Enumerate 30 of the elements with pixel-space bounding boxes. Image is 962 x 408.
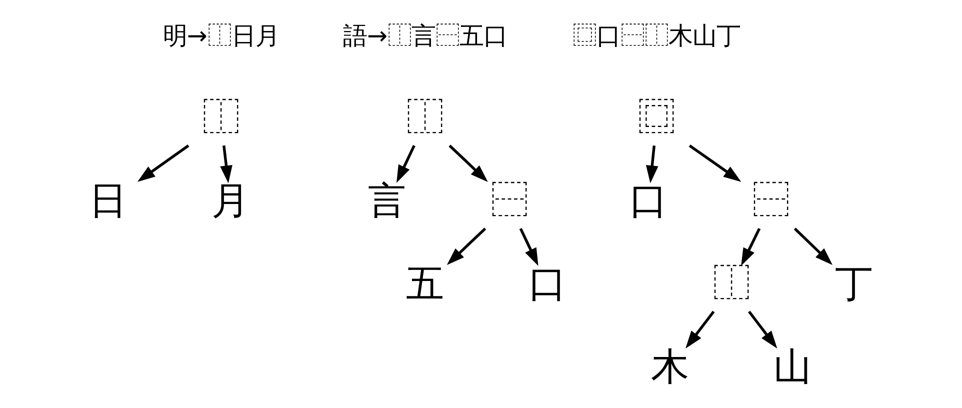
node-text: 言: [368, 178, 406, 222]
node-text: ⿰: [712, 261, 750, 306]
label: 明→⿰日月: [162, 20, 280, 50]
arrow: [137, 144, 190, 182]
node-text: 月: [212, 178, 250, 222]
arrow: [446, 228, 486, 266]
arrow: [448, 144, 488, 182]
node-text: ⿱: [490, 178, 529, 222]
arrow: [646, 145, 658, 184]
node-text: 山: [774, 344, 812, 388]
node-text: 丁: [834, 261, 873, 306]
node-text: 木: [651, 344, 690, 388]
node-text: 口: [629, 178, 668, 222]
arrow: [794, 228, 833, 266]
node-text: ⿴: [638, 95, 676, 140]
node-text: ⿰: [202, 95, 240, 140]
node-text: 日: [89, 178, 128, 222]
node-text: 五: [406, 261, 444, 306]
arrow: [741, 228, 761, 266]
arrow: [396, 145, 416, 183]
arrow: [688, 144, 742, 182]
arrow: [220, 145, 232, 184]
arrow: [748, 310, 778, 348]
label: ⿴口⿱⿰木山丁: [572, 20, 741, 50]
node-text: ⿰: [406, 95, 444, 140]
node-text: ⿱: [752, 178, 790, 222]
label: 語→⿰言⿱五口: [342, 20, 508, 50]
node-text: 口: [528, 261, 567, 306]
arrow: [519, 228, 538, 266]
arrow: [686, 310, 715, 348]
